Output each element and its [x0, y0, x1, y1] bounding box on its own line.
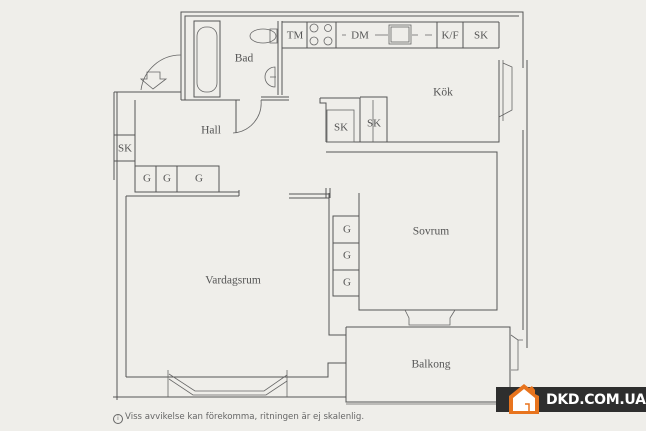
fixture-g-hall-1: G [143, 172, 151, 185]
walls [113, 11, 528, 405]
fixture-g-bed-1: G [343, 223, 351, 236]
brand-name: DKD.COM.UA [546, 392, 646, 408]
fixture-tm: TM [286, 29, 304, 42]
fixture-sk-kitchen-top: SK [473, 29, 489, 42]
fixture-sk-kitchen-2: SK [366, 117, 382, 130]
fixture-kf: K/F [441, 29, 459, 42]
room-label-vardagsrum: Vardagsrum [205, 274, 261, 287]
fixture-g-hall-2: G [163, 172, 171, 185]
fixture-g-hall-3: G [195, 172, 203, 185]
fixture-sk-hall: SK [117, 142, 133, 155]
room-label-balkong: Balkong [411, 358, 451, 371]
fixture-dm: DM [351, 29, 369, 42]
house-icon [509, 384, 539, 414]
room-label-hall: Hall [201, 124, 221, 137]
room-label-bad: Bad [234, 52, 254, 65]
fixture-g-bed-2: G [343, 249, 351, 262]
room-label-sovrum: Sovrum [412, 225, 450, 238]
info-icon: i [113, 414, 123, 424]
fixture-sk-kitchen-1: SK [333, 121, 349, 134]
fixture-g-bed-3: G [343, 276, 351, 289]
disclaimer-text: Viss avvikelse kan förekomma, ritningen … [125, 412, 365, 422]
room-label-kok: Kök [433, 86, 453, 99]
